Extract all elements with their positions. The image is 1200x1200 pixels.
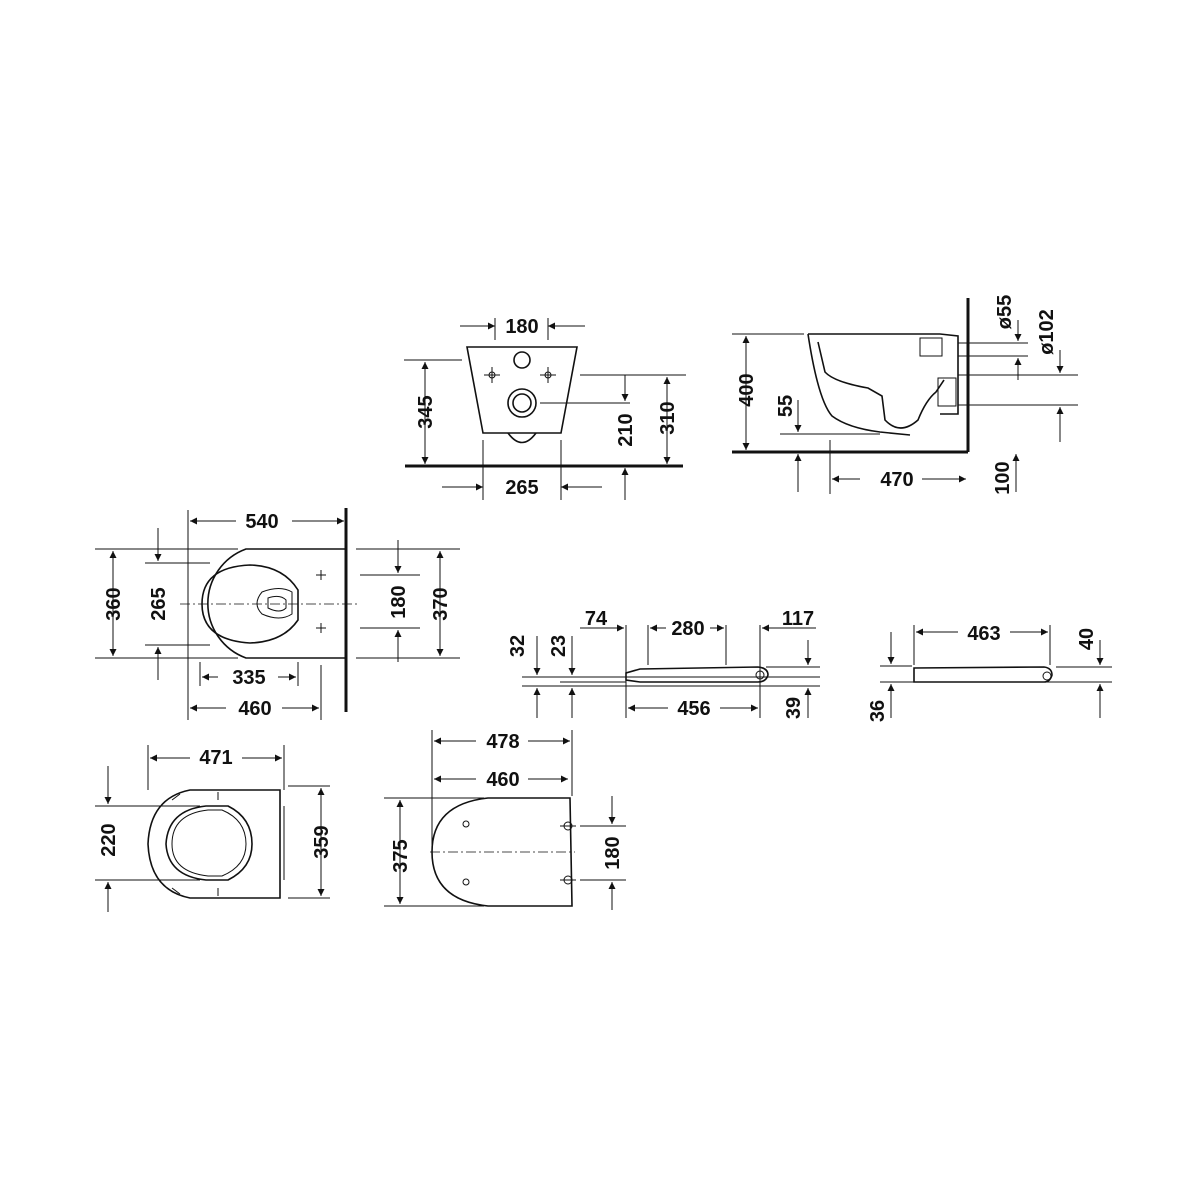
dim-side-floor-gap: 100: [992, 461, 1014, 494]
dim-lid-top-width: 375: [390, 839, 412, 872]
dim-lid-top-length-inner: 460: [486, 769, 519, 791]
dim-seat-top-depth: 359: [311, 825, 333, 858]
dim-seat-top-width: 220: [98, 823, 120, 856]
dim-front-width-bottom: 265: [505, 477, 538, 499]
dim-side-depth: 470: [880, 469, 913, 491]
dim-lid-length: 463: [967, 623, 1000, 645]
dim-seat-117: 117: [782, 608, 814, 630]
dim-front-width-top: 180: [505, 316, 538, 338]
dim-front-height-outlet: 210: [615, 413, 637, 446]
dim-seat-456: 456: [677, 698, 710, 720]
dim-seat-23: 23: [548, 635, 570, 657]
dim-lid-top-length-outer: 478: [486, 731, 519, 753]
dim-lid-height: 36: [867, 700, 889, 722]
dim-lid-height-top: 40: [1076, 628, 1098, 650]
dim-side-height: 400: [736, 373, 758, 406]
seat-side-view: 74 280 117 456 32 23 39: [507, 608, 820, 720]
dim-front-height-fixing: 310: [657, 401, 679, 434]
lid-side-view: 463 40 36: [867, 622, 1112, 722]
dim-seat-74: 74: [585, 608, 608, 630]
dim-seat-32: 32: [507, 635, 529, 657]
dim-top-fix-inner: 180: [388, 585, 410, 618]
front-view: 180 265 345 210 310: [404, 316, 686, 500]
dim-top-rim: 335: [232, 667, 265, 689]
dim-seat-39: 39: [783, 697, 805, 719]
dim-top-fix-outer: 370: [430, 587, 452, 620]
dim-top-inner: 265: [148, 587, 170, 620]
dim-side-water: 55: [775, 395, 797, 417]
dim-side-dia-large: ø102: [1036, 309, 1058, 355]
dim-lid-top-fix: 180: [602, 836, 624, 869]
lid-top-view: 478 460 375 180: [384, 730, 626, 910]
dim-top-width: 360: [103, 587, 125, 620]
seat-top-view: 471 220 359: [95, 745, 333, 912]
top-view: 540 335 460 360 265 180 370: [95, 508, 460, 720]
dim-seat-top-length: 471: [199, 747, 232, 769]
dim-side-dia-small: ø55: [994, 295, 1016, 329]
dim-top-base: 460: [238, 698, 271, 720]
side-view: 400 55 470 100 ø55 ø102: [732, 295, 1078, 495]
dim-top-length: 540: [245, 511, 278, 533]
dim-front-height-total: 345: [415, 395, 437, 428]
dim-seat-280: 280: [671, 618, 704, 640]
